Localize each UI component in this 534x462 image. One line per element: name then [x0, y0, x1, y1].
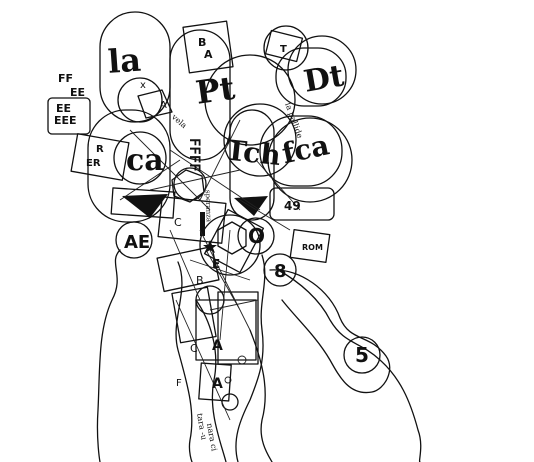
card-center-block [157, 196, 227, 244]
glyph-er: ER [86, 158, 101, 169]
glyph-ca: ca [126, 143, 164, 178]
connecting-lines [119, 119, 301, 421]
rhombus-mid [137, 89, 173, 119]
word-speranza: speranza [204, 190, 213, 222]
glyph-ee-2: EE [70, 86, 85, 99]
glyph-tch: Tch [224, 134, 282, 173]
glyph-ae: AE [124, 232, 150, 253]
circle-ae [115, 221, 153, 259]
glyph-t-small: T [280, 44, 287, 55]
card-lower-c [171, 286, 217, 344]
card-er [70, 133, 130, 181]
card-tilted-left [110, 187, 176, 219]
capsule-fca [259, 115, 343, 187]
circle-8 [263, 253, 297, 287]
card-lower-a [195, 299, 257, 361]
card-eee [47, 97, 91, 135]
right-lower-blob [235, 254, 422, 462]
glyph-eee: EEE [54, 114, 77, 127]
glyph-fca: fca [279, 128, 332, 170]
word-vela: vela [169, 112, 188, 130]
circle-top-right [263, 25, 309, 71]
card-rom [289, 228, 331, 264]
bar-center [200, 212, 205, 236]
glyph-e-mid: E [212, 257, 220, 271]
capsule-tall-left [87, 109, 171, 223]
glyph-c-left: C [174, 216, 182, 229]
glyph-ee-1: EE [56, 102, 71, 115]
arrow-left [122, 194, 168, 218]
card-left-long [156, 245, 220, 293]
capsule-dt [275, 47, 347, 107]
left-lower-blob [96, 249, 193, 462]
circle-left-mid [113, 131, 167, 185]
glyph-49: 49 [284, 199, 301, 213]
right-small-blob [269, 269, 391, 394]
glyph-x: x [140, 80, 146, 91]
glyph-a-lower-1: A [212, 338, 223, 354]
word-rom: ROM [302, 243, 323, 252]
arrow-right [234, 196, 268, 216]
capsule-pt [169, 29, 231, 161]
glyph-a-lower-2: A [212, 376, 223, 392]
star-mark [203, 240, 217, 253]
circle-lower-mid [199, 214, 261, 276]
glyph-ffff: FFFF [186, 138, 202, 172]
card-lower-d [198, 362, 232, 402]
circle-o [237, 217, 275, 255]
glyph-5: 5 [355, 343, 369, 367]
circle-right-mid [267, 117, 353, 203]
card-49 [269, 187, 335, 221]
dot-lower-2 [224, 376, 232, 384]
glyph-a-top: A [204, 48, 213, 61]
card-top-b [182, 20, 234, 74]
glyph-8: 8 [274, 261, 287, 282]
card-lower-b [217, 291, 259, 365]
card-center-tilt [203, 208, 265, 274]
glyph-b-top: B [198, 36, 206, 49]
glyph-r: R [96, 144, 104, 155]
glyph-c-lower: C [190, 342, 198, 355]
glyph-f-lower: F [176, 378, 182, 389]
glyph-la: la [107, 41, 142, 81]
circle-right-upper [287, 35, 357, 105]
circle-5 [343, 336, 381, 374]
circle-left-upper [117, 77, 163, 123]
glyph-pt: Pt [193, 69, 237, 112]
card-small-tt [264, 29, 304, 63]
glyph-a-left: A [160, 100, 167, 111]
glyph-o: O [248, 224, 265, 248]
word-tara-u: tara -u [195, 413, 209, 441]
capsule-tch [229, 109, 275, 221]
hexagon-lower [217, 221, 247, 255]
circle-center-large [204, 54, 296, 146]
glyph-ff: FF [58, 72, 73, 85]
glyph-b-mid: B [196, 274, 204, 287]
glyph-dt: Dt [301, 58, 346, 99]
circle-mid [223, 103, 297, 177]
